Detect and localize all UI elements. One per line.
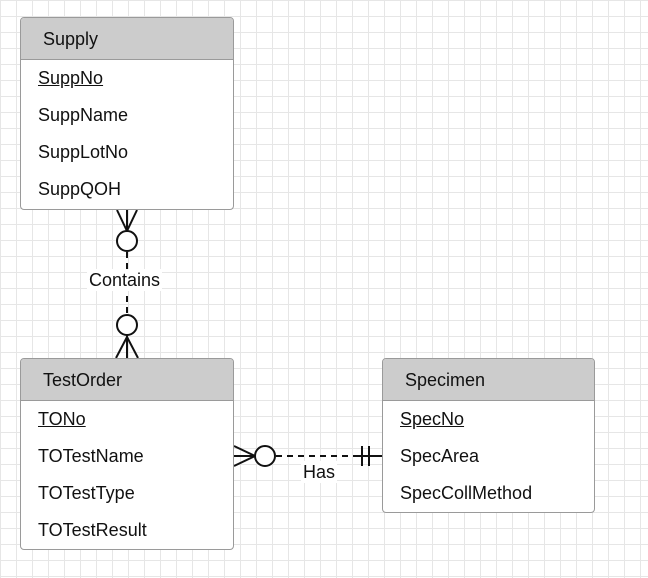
entity-attribute: SuppLotNo [38,142,129,162]
entity-attribute: SpecArea [400,446,480,466]
entity-attribute-primary-key: TONo [38,409,86,429]
contains-crowsfoot-left-bottom [115,336,128,359]
contains-zero-circle-bottom [116,314,138,336]
entity-attribute: TOTestResult [38,520,147,540]
has-zero-circle [254,445,276,467]
specimen-entity[interactable]: Specimen SpecNo SpecArea SpecCollMethod [382,358,595,513]
entity-attribute-primary-key: SpecNo [400,409,465,429]
has-relationship-label: Has [301,461,338,483]
entity-attribute: SuppName [38,105,129,125]
entity-attribute: SuppQOH [38,179,122,199]
entity-title: TestOrder [21,359,233,401]
has-crowsfoot-upper [233,445,256,457]
contains-connector [115,209,139,359]
contains-crowsfoot-left-top [116,209,128,232]
entity-attribute-primary-key: SuppNo [38,68,104,88]
has-connector [233,445,382,467]
supply-entity[interactable]: Supply SuppNo SuppName SuppLotNo SuppQOH [20,17,234,210]
testorder-entity[interactable]: TestOrder TONo TOTestName TOTestType TOT… [20,358,234,550]
entity-title: Specimen [383,359,594,401]
has-crowsfoot-lower [233,455,256,467]
contains-zero-circle-top [116,230,138,252]
contains-crowsfoot-right-bottom [126,336,139,359]
entity-title: Supply [21,18,233,60]
contains-relationship-label: Contains [87,269,163,291]
entity-attribute: TOTestType [38,483,135,503]
contains-crowsfoot-right-top [126,209,138,232]
entity-attribute: TOTestName [38,446,144,466]
entity-attribute: SpecCollMethod [400,483,533,503]
